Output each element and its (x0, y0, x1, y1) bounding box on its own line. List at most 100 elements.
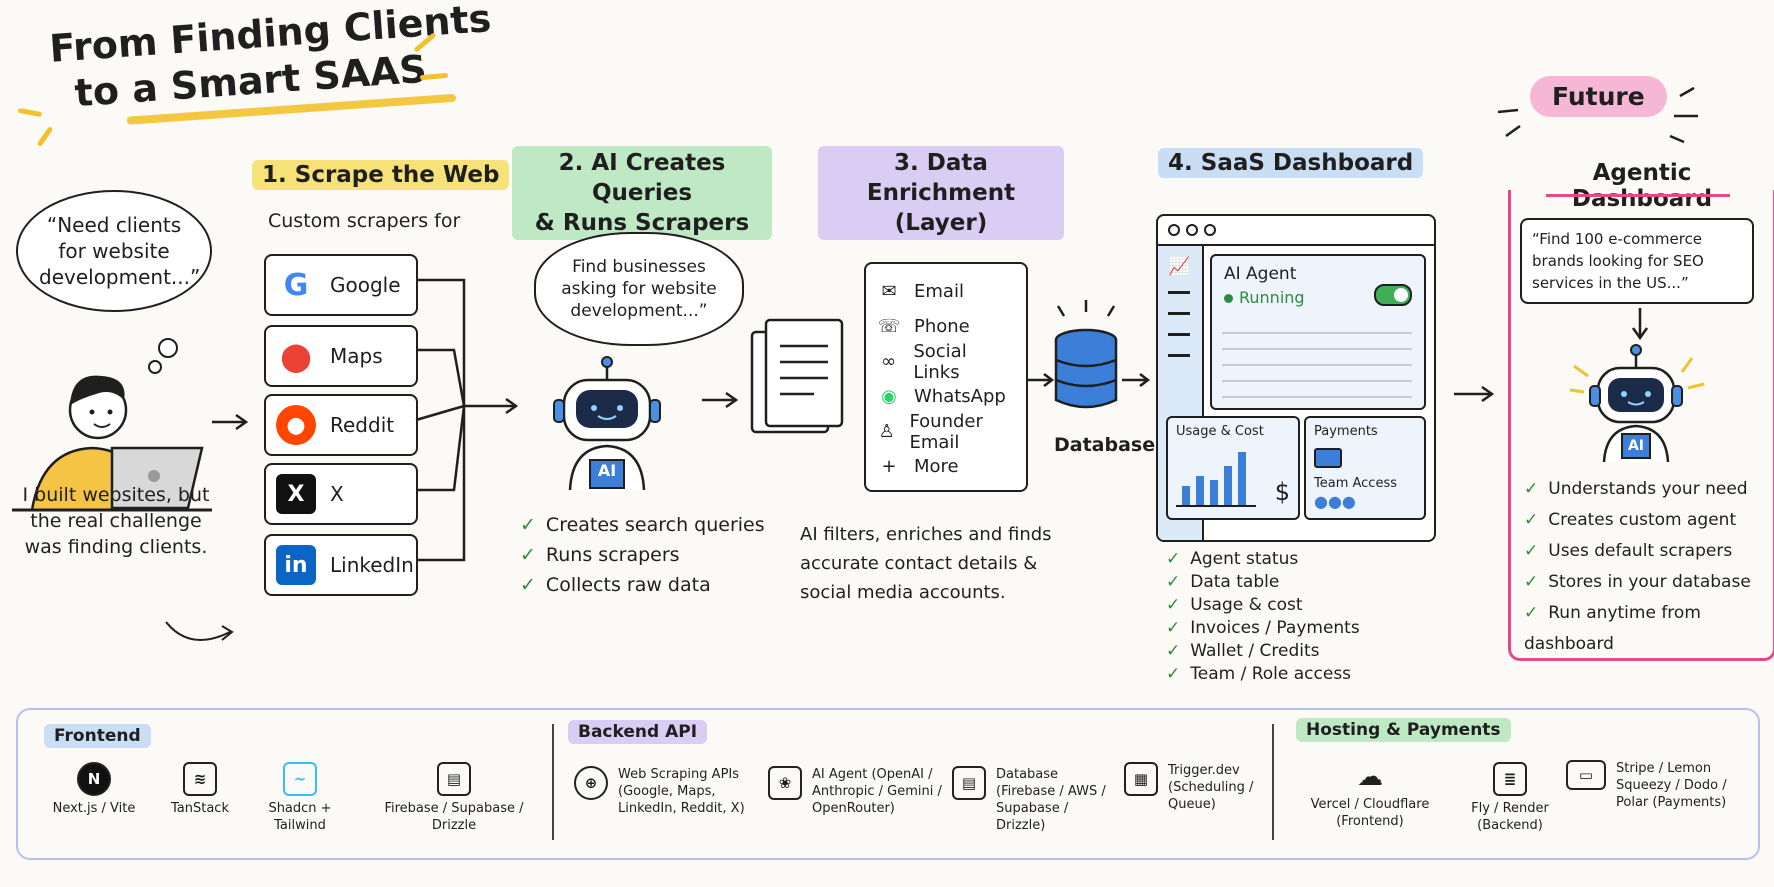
x-icon: X (276, 474, 316, 514)
tailwind-icon: ~ (283, 762, 317, 796)
arrow-right (1454, 385, 1495, 403)
payments-panel: Payments Team Access ●●● (1304, 416, 1426, 520)
check-item: ✓Data table (1166, 572, 1280, 592)
stack-item-trigger: ▦ Trigger.dev (Scheduling / Queue) (1124, 762, 1264, 813)
future-robot-illustration (1569, 344, 1705, 463)
status-badge: Running (1224, 288, 1305, 307)
check-icon: ✓ (1166, 618, 1181, 638)
step4-checklist: ✓Agent status ✓Data table ✓Usage & cost … (1166, 548, 1360, 686)
person-at-laptop-illustration (12, 375, 212, 512)
window-dot (1204, 224, 1216, 236)
map-pin-icon: ⬤ (280, 339, 312, 373)
future-robot-badge: AI (1627, 438, 1645, 454)
check-icon: ✓ (1166, 595, 1181, 615)
nextjs-icon: N (77, 762, 111, 796)
arrow-right (212, 413, 249, 431)
menu-line (1168, 312, 1190, 315)
title-spark (17, 107, 43, 118)
arrow-right (702, 391, 739, 409)
title-spark (36, 126, 54, 147)
linkedin-icon: in (276, 545, 316, 585)
source-maps: ⬤ Maps (264, 325, 418, 387)
step2-checklist: ✓Creates search queries ✓Runs scrapers ✓… (520, 510, 765, 600)
check-icon: ✓ (520, 574, 536, 596)
agent-toggle[interactable] (1374, 284, 1412, 306)
documents-icon (750, 318, 844, 434)
tanstack-icon: ≋ (183, 762, 217, 796)
field-more: +More (876, 449, 1016, 484)
check-icon: ✓ (1524, 479, 1539, 499)
robot-badge: AI (597, 461, 617, 480)
frontend-label: Frontend (44, 724, 151, 748)
stack-item-nextjs: N Next.js / Vite (44, 762, 144, 817)
stack-item-fly: ≣ Fly / Render (Backend) (1450, 762, 1570, 834)
menu-line (1168, 354, 1190, 357)
check-item: ✓Agent status (1166, 549, 1299, 569)
database-icon (1028, 300, 1151, 409)
window-titlebar (1158, 216, 1434, 246)
field-phone: ☏Phone (877, 316, 970, 337)
check-item: ✓Stores in your database (1524, 572, 1751, 592)
window-dot (1186, 224, 1198, 236)
calendar-icon: ▦ (1124, 762, 1158, 796)
field-founder-email: ♙Founder Email (876, 411, 1016, 453)
check-item: ✓Usage & cost (1166, 595, 1303, 615)
step1-subtitle: Custom scrapers for (268, 210, 461, 232)
check-icon: ✓ (1524, 541, 1539, 561)
usage-bar-chart (1176, 452, 1256, 507)
step2-title: 2. AI Creates Queries& Runs Scrapers (512, 146, 772, 240)
server-icon: ≣ (1493, 762, 1527, 796)
check-icon: ✓ (520, 514, 536, 536)
dollar-icon: $ (1274, 478, 1290, 506)
check-icon: ✓ (1524, 603, 1539, 623)
phone-icon: ☏ (877, 316, 901, 337)
check-item: ✓Run anytime from dashboard (1524, 603, 1701, 654)
menu-line (1168, 333, 1190, 336)
stack-item-firebase: ▤ Firebase / Supabase / Drizzle (366, 762, 542, 834)
robot-illustration (553, 356, 661, 491)
page-title: From Finding Clients to a Smart SAAS (48, 0, 496, 125)
future-badge: Future (1530, 76, 1667, 117)
stack-divider (552, 724, 554, 840)
check-icon: ✓ (1524, 572, 1539, 592)
check-item: ✓Invoices / Payments (1166, 618, 1360, 638)
intro-caption: I built websites, but the real challenge… (22, 484, 210, 558)
check-icon: ✓ (1166, 641, 1181, 661)
check-icon: ✓ (1524, 510, 1539, 530)
backend-label: Backend API (568, 720, 708, 744)
saas-dashboard-window: 📈 AI Agent Running Usage & Cost $ Paymen… (1156, 214, 1436, 542)
check-icon: ✓ (1166, 572, 1181, 592)
stack-item-vercel: ☁ Vercel / Cloudflare (Frontend) (1310, 762, 1430, 829)
status-dot (1224, 294, 1233, 303)
agent-panel: AI Agent Running (1210, 254, 1426, 410)
check-icon: ✓ (1166, 549, 1181, 569)
card-icon (1314, 448, 1342, 468)
future-title: Agentic Dashboard (1571, 160, 1713, 212)
future-checklist: ✓Understands your need ✓Creates custom a… (1524, 474, 1774, 660)
stack-item-tailwind: ~ Shadcn + Tailwind (248, 762, 352, 834)
check-icon: ✓ (1166, 664, 1181, 684)
future-title-underline (1546, 194, 1730, 197)
chart-icon: 📈 (1168, 256, 1191, 277)
check-icon: ✓ (520, 544, 536, 566)
check-item: ✓Collects raw data (520, 574, 711, 596)
globe-icon: ⊕ (574, 766, 608, 800)
stack-item-stripe: ▭ Stripe / Lemon Squeezy / Dodo / Polar … (1566, 760, 1752, 811)
database-icon: ▤ (952, 766, 986, 800)
check-item: ✓Uses default scrapers (1524, 541, 1733, 561)
speech-bubble: Find businesses asking for website devel… (534, 232, 744, 346)
stack-item-ai-agent: ❀ AI Agent (OpenAI / Anthropic / Gemini … (768, 766, 948, 817)
check-item: ✓Wallet / Credits (1166, 641, 1320, 661)
whatsapp-icon: ◉ (881, 386, 897, 407)
google-icon: G (283, 267, 309, 303)
brain-icon: ❀ (768, 766, 802, 800)
card-icon: ▭ (1566, 760, 1606, 790)
field-social-links: ∞Social Links (876, 341, 1016, 383)
source-linkedin: in LinkedIn (264, 534, 418, 596)
future-sparkles (1497, 86, 1698, 144)
arrow-down (1631, 308, 1649, 341)
stack-item-database: ▤ Database (Firebase / AWS / Supabase / … (952, 766, 1112, 834)
stack-item-tanstack: ≋ TanStack (160, 762, 240, 817)
source-reddit: ● Reddit (264, 394, 418, 456)
thought-dot (158, 338, 178, 358)
